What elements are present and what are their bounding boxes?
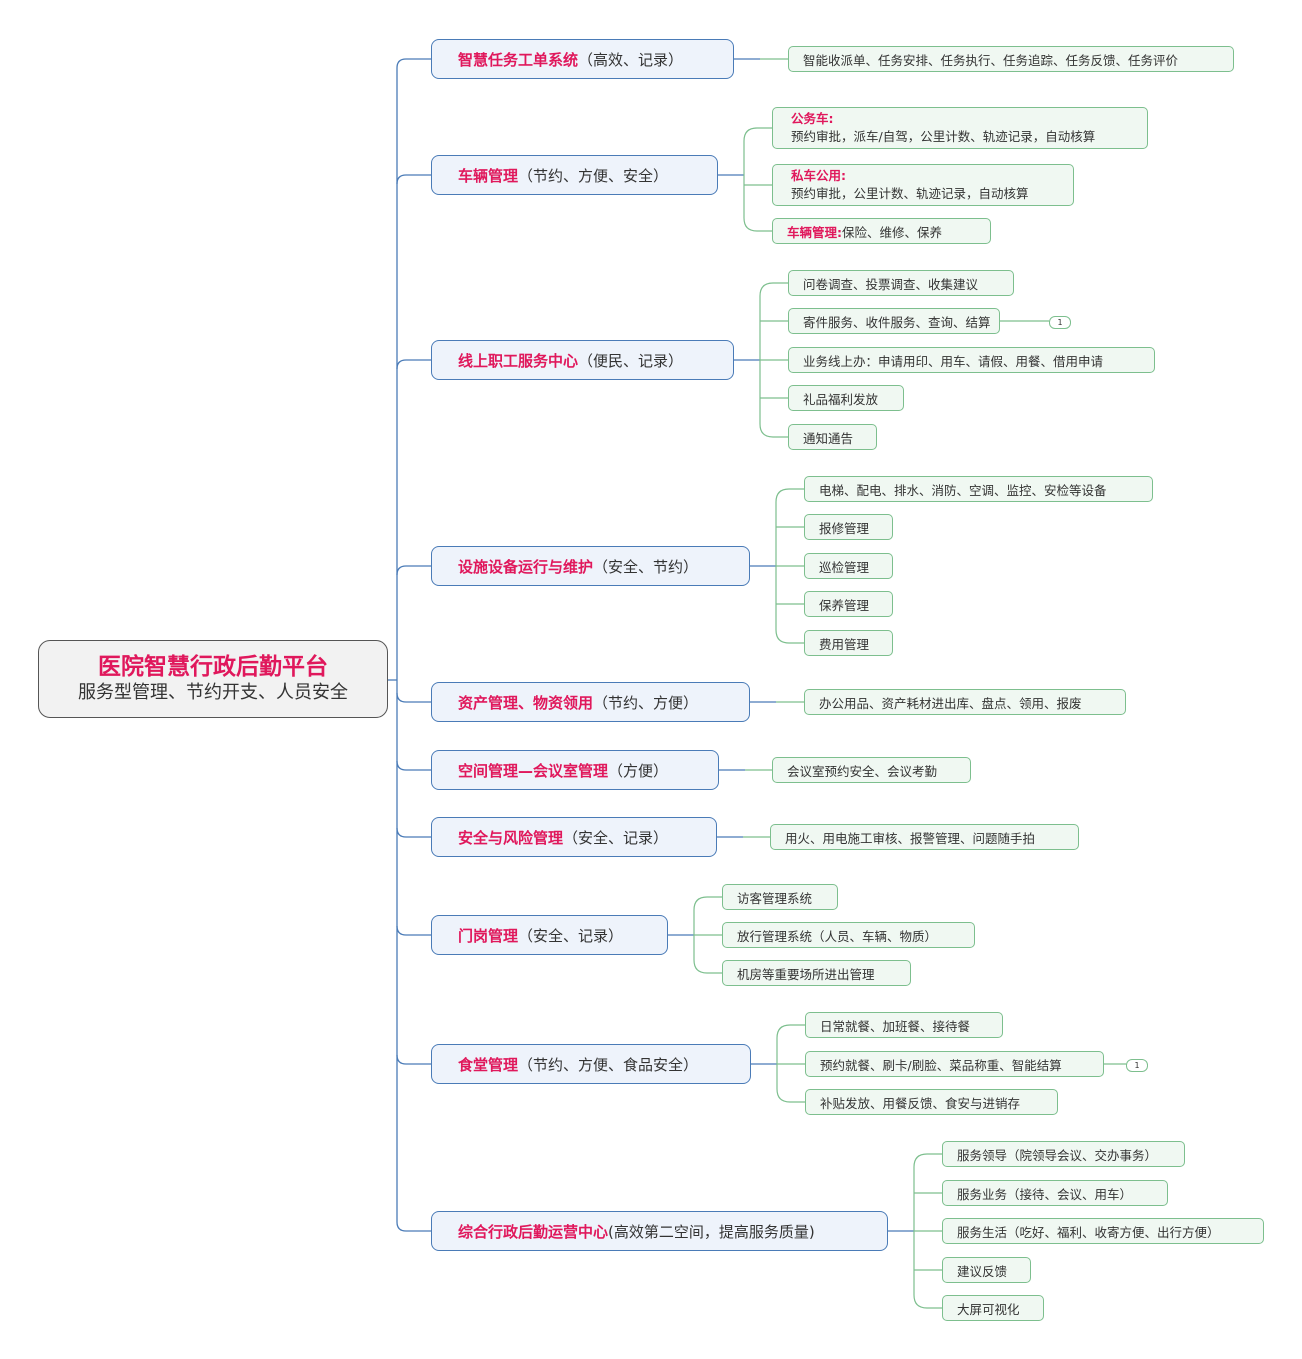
branch-key: 食堂管理 [458, 1055, 519, 1074]
branch-suffix: （方便） [608, 761, 669, 780]
leaf-text: 业务线上办：申请用印、用车、请假、用餐、借用申请 [803, 353, 1104, 369]
leaf-item[interactable]: 通知通告 [788, 424, 877, 450]
leaf-item[interactable]: 公务车: 预约审批，派车/自驾，公里计数、轨迹记录，自动核算 [772, 107, 1148, 149]
branch-suffix: （安全、节约） [593, 557, 699, 576]
branch-suffix: （安全、记录） [563, 828, 669, 847]
root-title: 医院智慧行政后勤平台 [98, 654, 328, 680]
leaf-text: 会议室预约安全、会议考勤 [787, 763, 938, 779]
leaf-text: 保险、维修、保养 [842, 224, 943, 240]
leaf-text: 预约就餐、刷卡/刷脸、菜品称重、智能结算 [820, 1057, 1062, 1073]
branch-key: 线上职工服务中心 [458, 351, 579, 370]
branch-key: 门岗管理 [458, 926, 519, 945]
leaf-text: 巡检管理 [819, 559, 870, 575]
collapsed-count-badge[interactable]: 1 [1126, 1059, 1148, 1072]
leaf-item[interactable]: 保养管理 [804, 591, 893, 617]
leaf-item[interactable]: 问卷调查、投票调查、收集建议 [788, 270, 1014, 296]
leaf-text: 用火、用电施工审核、报警管理、问题随手拍 [785, 830, 1036, 846]
branch-key: 空间管理—会议室管理 [458, 761, 609, 780]
leaf-item[interactable]: 大屏可视化 [942, 1295, 1044, 1321]
leaf-text: 服务生活（吃好、福利、收寄方便、出行方便） [957, 1224, 1220, 1240]
branch-online-service[interactable]: 线上职工服务中心（便民、记录） [431, 340, 734, 380]
branch-key: 智慧任务工单系统 [458, 50, 579, 69]
branch-suffix: （安全、记录） [518, 926, 624, 945]
branch-key: 资产管理、物资领用 [458, 693, 594, 712]
leaf-text: 智能收派单、任务安排、任务执行、任务追踪、任务反馈、任务评价 [803, 52, 1179, 68]
leaf-text: 建议反馈 [957, 1263, 1008, 1279]
branch-facility-maintenance[interactable]: 设施设备运行与维护（安全、节约） [431, 546, 750, 586]
leaf-text: 放行管理系统（人员、车辆、物质） [737, 928, 938, 944]
leaf-text: 服务领导（院领导会议、交办事务） [957, 1147, 1158, 1163]
root-subtitle: 服务型管理、节约开支、人员安全 [78, 682, 348, 703]
leaf-text: 保养管理 [819, 597, 870, 613]
leaf-item[interactable]: 寄件服务、收件服务、查询、结算 [788, 308, 1000, 334]
leaf-text: 预约审批，派车/自驾，公里计数、轨迹记录，自动核算 [791, 129, 1096, 144]
leaf-item[interactable]: 服务领导（院领导会议、交办事务） [942, 1141, 1185, 1167]
leaf-text: 通知通告 [803, 430, 854, 446]
leaf-item[interactable]: 私车公用: 预约审批，公里计数、轨迹记录，自动核算 [772, 164, 1074, 206]
branch-canteen-management[interactable]: 食堂管理（节约、方便、食品安全） [431, 1044, 751, 1084]
root-node[interactable]: 医院智慧行政后勤平台 服务型管理、节约开支、人员安全 [38, 640, 388, 718]
branch-key: 车辆管理 [458, 166, 519, 185]
leaf-item[interactable]: 放行管理系统（人员、车辆、物质） [722, 922, 975, 948]
leaf-text: 电梯、配电、排水、消防、空调、监控、安检等设备 [819, 482, 1107, 498]
leaf-text: 服务业务（接待、会议、用车） [957, 1186, 1133, 1202]
leaf-key: 车辆管理: [787, 224, 842, 240]
leaf-text: 办公用品、资产耗材进出库、盘点、领用、报废 [819, 695, 1082, 711]
leaf-text: 寄件服务、收件服务、查询、结算 [803, 314, 991, 330]
leaf-text: 大屏可视化 [957, 1301, 1020, 1317]
leaf-key: 公务车: [791, 111, 834, 126]
branch-suffix: （高效、记录） [578, 50, 684, 69]
branch-suffix: （节约、方便） [593, 693, 699, 712]
branch-safety-risk[interactable]: 安全与风险管理（安全、记录） [431, 817, 717, 857]
leaf-item[interactable]: 访客管理系统 [722, 884, 838, 910]
leaf-text: 费用管理 [819, 636, 870, 652]
collapsed-count-badge[interactable]: 1 [1049, 316, 1071, 329]
branch-space-management[interactable]: 空间管理—会议室管理（方便） [431, 750, 719, 790]
leaf-item[interactable]: 费用管理 [804, 630, 893, 656]
leaf-text: 日常就餐、加班餐、接待餐 [820, 1018, 971, 1034]
branch-suffix: （便民、记录） [578, 351, 684, 370]
leaf-text: 机房等重要场所进出管理 [737, 966, 875, 982]
branch-vehicle-management[interactable]: 车辆管理（节约、方便、安全） [431, 155, 718, 195]
leaf-item[interactable]: 预约就餐、刷卡/刷脸、菜品称重、智能结算 [805, 1051, 1104, 1077]
leaf-text: 访客管理系统 [737, 890, 813, 906]
leaf-item[interactable]: 会议室预约安全、会议考勤 [772, 757, 971, 783]
leaf-text: 问卷调查、投票调查、收集建议 [803, 276, 979, 292]
branch-operations-center[interactable]: 综合行政后勤运营中心(高效第二空间，提高服务质量) [431, 1211, 888, 1251]
branch-suffix: （节约、方便、安全） [518, 166, 669, 185]
leaf-item[interactable]: 补贴发放、用餐反馈、食安与进销存 [805, 1089, 1058, 1115]
leaf-item[interactable]: 办公用品、资产耗材进出库、盘点、领用、报废 [804, 689, 1126, 715]
leaf-item[interactable]: 服务生活（吃好、福利、收寄方便、出行方便） [942, 1218, 1264, 1244]
leaf-text: 预约审批，公里计数、轨迹记录，自动核算 [791, 186, 1029, 201]
branch-asset-management[interactable]: 资产管理、物资领用（节约、方便） [431, 682, 750, 722]
leaf-text: 礼品福利发放 [803, 391, 879, 407]
branch-suffix: (高效第二空间，提高服务质量) [608, 1222, 815, 1241]
leaf-item[interactable]: 车辆管理: 保险、维修、保养 [772, 218, 991, 244]
branch-key: 安全与风险管理 [458, 828, 564, 847]
leaf-item[interactable]: 礼品福利发放 [788, 385, 904, 411]
leaf-item[interactable]: 业务线上办：申请用印、用车、请假、用餐、借用申请 [788, 347, 1155, 373]
branch-suffix: （节约、方便、食品安全） [518, 1055, 699, 1074]
leaf-item[interactable]: 报修管理 [804, 514, 893, 540]
branch-key: 综合行政后勤运营中心 [458, 1222, 609, 1241]
leaf-item[interactable]: 巡检管理 [804, 553, 893, 579]
leaf-item[interactable]: 建议反馈 [942, 1257, 1031, 1283]
branch-key: 设施设备运行与维护 [458, 557, 594, 576]
leaf-item[interactable]: 用火、用电施工审核、报警管理、问题随手拍 [770, 824, 1079, 850]
leaf-item[interactable]: 机房等重要场所进出管理 [722, 960, 911, 986]
leaf-item[interactable]: 智能收派单、任务安排、任务执行、任务追踪、任务反馈、任务评价 [788, 46, 1234, 72]
leaf-item[interactable]: 服务业务（接待、会议、用车） [942, 1180, 1168, 1206]
leaf-item[interactable]: 日常就餐、加班餐、接待餐 [805, 1012, 1003, 1038]
leaf-text: 补贴发放、用餐反馈、食安与进销存 [820, 1095, 1021, 1111]
leaf-text: 报修管理 [819, 520, 870, 536]
leaf-item[interactable]: 电梯、配电、排水、消防、空调、监控、安检等设备 [804, 476, 1153, 502]
leaf-key: 私车公用: [791, 168, 846, 183]
branch-gate-management[interactable]: 门岗管理（安全、记录） [431, 915, 668, 955]
branch-task-system[interactable]: 智慧任务工单系统（高效、记录） [431, 39, 734, 79]
